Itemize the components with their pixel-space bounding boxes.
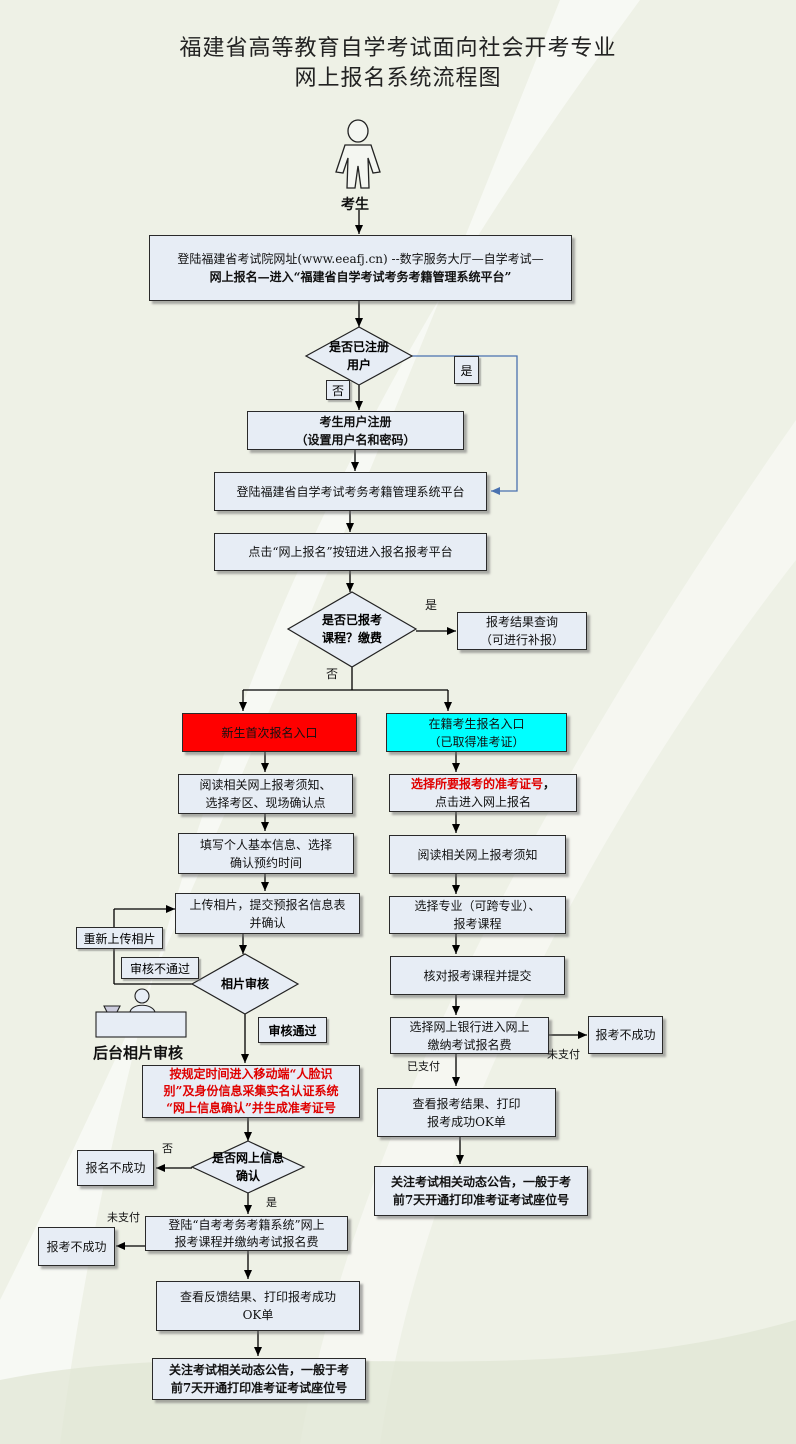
- node-upload-photo-line-2: 并确认: [249, 915, 286, 930]
- decision-registered-line-2: 用户: [346, 358, 371, 372]
- node-notice-left-line-1: 关注考试相关动态公告，一般于考: [168, 1363, 349, 1377]
- node-view-result-line-2: 报考成功OK单: [427, 1114, 506, 1129]
- node-signup-fail: 报名不成功: [77, 1150, 154, 1186]
- node-enrolled-entry-line-1: 在籍考生报名入口: [428, 716, 525, 731]
- node-result-query-line-2: （可进行补报）: [479, 633, 564, 647]
- page-title-line-2: 网上报名系统流程图: [294, 66, 502, 91]
- label-review-pass: 审核通过: [258, 1017, 327, 1043]
- node-login-pay: 登陆“自考考务考籍系统”网上 报考课程并缴纳考试报名费: [145, 1216, 348, 1251]
- decision-confirmed-line-2: 确认: [235, 1169, 260, 1183]
- node-notice-right-line-1: 关注考试相关动态公告，一般于考: [390, 1175, 571, 1189]
- label-reupload-photo: 重新上传相片: [76, 927, 163, 949]
- node-fill-info-line-2: 确认预约时间: [229, 855, 302, 870]
- node-register: 考生用户注册 （设置用户名和密码）: [247, 411, 464, 450]
- label-review-fail: 审核不通过: [121, 957, 199, 979]
- node-enrolled-entry-line-2: （已取得准考证）: [428, 734, 525, 749]
- node-view-feedback-line-1: 查看反馈结果、打印报考成功: [179, 1290, 336, 1304]
- node-choose-major: 选择专业（可跨专业）、 报考课程: [389, 896, 566, 934]
- label-registered-yes: 是: [454, 356, 479, 384]
- decision-registered: 是否已注册 用户: [306, 334, 412, 378]
- candidate-label: 考生: [341, 197, 369, 213]
- node-apply-fail-left: 报考不成功: [38, 1227, 115, 1266]
- node-upload-photo-line-1: 上传相片，提交预报名信息表: [189, 897, 346, 912]
- node-login-site-line-1: 登陆福建省考试院网址(www.eeafj.cn) --数字服务大厅—自学考试—: [177, 252, 544, 266]
- node-check-submit: 核对报考课程并提交: [390, 956, 565, 995]
- node-register-line-1: 考生用户注册: [319, 414, 392, 429]
- node-result-query-line-1: 报考结果查询: [485, 615, 558, 629]
- node-login-pay-line-1: 登陆“自考考务考籍系统”网上: [168, 1217, 325, 1232]
- node-login-site: 登陆福建省考试院网址(www.eeafj.cn) --数字服务大厅—自学考试— …: [149, 235, 572, 301]
- label-not-registered: 否: [326, 380, 350, 400]
- node-result-query: 报考结果查询 （可进行补报）: [457, 612, 587, 650]
- node-new-entry: 新生首次报名入口: [182, 713, 357, 752]
- label-paid-right: 已支付: [407, 1060, 440, 1073]
- node-view-result-line-1: 查看报考结果、打印: [412, 1096, 521, 1111]
- decision-paid-line-1: 是否已报考: [321, 613, 382, 627]
- decision-confirmed-line-1: 是否网上信息: [211, 1151, 284, 1165]
- node-fill-info: 填写个人基本信息、选择 确认预约时间: [178, 833, 354, 874]
- node-click-signup: 点击“网上报名”按钮进入报名报考平台: [214, 533, 487, 571]
- label-unpaid-right: 未支付: [547, 1048, 580, 1061]
- node-fill-info-line-1: 填写个人基本信息、选择: [199, 837, 332, 852]
- node-choose-major-line-2: 报考课程: [453, 917, 502, 931]
- decision-registered-line-1: 是否已注册: [328, 340, 389, 354]
- label-confirmed-no: 否: [162, 1142, 173, 1155]
- node-notice-right: 关注考试相关动态公告，一般于考 前7天开通打印准考证考试座位号: [374, 1166, 588, 1216]
- node-read-notice-left-line-1: 阅读相关网上报考须知、: [199, 778, 332, 792]
- node-face-id-line-1: 按规定时间进入移动端“人脸识: [169, 1067, 333, 1082]
- node-notice-right-line-2: 前7天开通打印准考证考试座位号: [392, 1193, 570, 1207]
- node-register-line-2: （设置用户名和密码）: [295, 432, 416, 447]
- node-face-id-line-3: “网上信息确认”并生成准考证号: [166, 1100, 336, 1115]
- label-backend-review: 后台相片审核: [93, 1044, 184, 1062]
- page-title-line-1: 福建省高等教育自学考试面向社会开考专业: [179, 36, 617, 61]
- label-paid-no: 否: [326, 667, 339, 681]
- label-paid-yes: 是: [425, 598, 438, 612]
- node-select-ticket-line-2: 点击进入网上报名: [434, 795, 531, 809]
- node-read-notice-left: 阅读相关网上报考须知、 选择考区、现场确认点: [178, 774, 353, 814]
- node-login-platform: 登陆福建省自学考试考务考籍管理系统平台: [214, 472, 487, 511]
- node-read-notice-right: 阅读相关网上报考须知: [389, 835, 566, 874]
- decision-photo-review: 相片审核: [220, 977, 269, 991]
- node-login-pay-line-2: 报考课程并缴纳考试报名费: [174, 1234, 319, 1249]
- node-read-notice-left-line-2: 选择考区、现场确认点: [205, 796, 326, 810]
- node-notice-left-line-2: 前7天开通打印准考证考试座位号: [170, 1381, 348, 1395]
- select-ticket-highlight: 选择所要报考的准考证号: [410, 777, 543, 791]
- node-notice-left: 关注考试相关动态公告，一般于考 前7天开通打印准考证考试座位号: [152, 1358, 366, 1400]
- node-view-result: 查看报考结果、打印 报考成功OK单: [377, 1088, 556, 1137]
- label-unpaid-left: 未支付: [107, 1211, 140, 1224]
- node-login-site-line-2: 网上报名—进入“福建省自学考试考务考籍管理系统平台”: [209, 270, 512, 284]
- node-face-id-line-2: 别”及身份信息采集实名认证系统: [163, 1084, 339, 1099]
- select-ticket-comma: ，: [543, 777, 556, 791]
- node-select-ticket: 选择所要报考的准考证号， 点击进入网上报名: [389, 774, 577, 812]
- node-upload-photo: 上传相片，提交预报名信息表 并确认: [175, 893, 360, 934]
- node-face-id: 按规定时间进入移动端“人脸识 别”及身份信息采集实名认证系统 “网上信息确认”并…: [142, 1065, 360, 1118]
- node-bank-pay-line-2: 缴纳考试报名费: [427, 1037, 512, 1052]
- decision-paid: 是否已报考 课程？缴费: [288, 608, 416, 650]
- label-confirmed-yes: 是: [266, 1196, 277, 1209]
- decision-paid-line-2: 课程？缴费: [321, 631, 382, 645]
- node-select-ticket-line-1: 选择所要报考的准考证号，: [411, 775, 555, 793]
- node-enrolled-entry: 在籍考生报名入口 （已取得准考证）: [386, 713, 567, 752]
- node-apply-fail-right: 报考不成功: [588, 1016, 663, 1054]
- node-bank-pay: 选择网上银行进入网上 缴纳考试报名费: [390, 1017, 549, 1054]
- node-bank-pay-line-1: 选择网上银行进入网上: [409, 1019, 530, 1034]
- node-view-feedback-line-2: OK单: [242, 1308, 274, 1322]
- node-choose-major-line-1: 选择专业（可跨专业）、: [414, 899, 541, 913]
- decision-confirmed: 是否网上信息 确认: [192, 1146, 304, 1188]
- node-view-feedback: 查看反馈结果、打印报考成功 OK单: [156, 1281, 360, 1331]
